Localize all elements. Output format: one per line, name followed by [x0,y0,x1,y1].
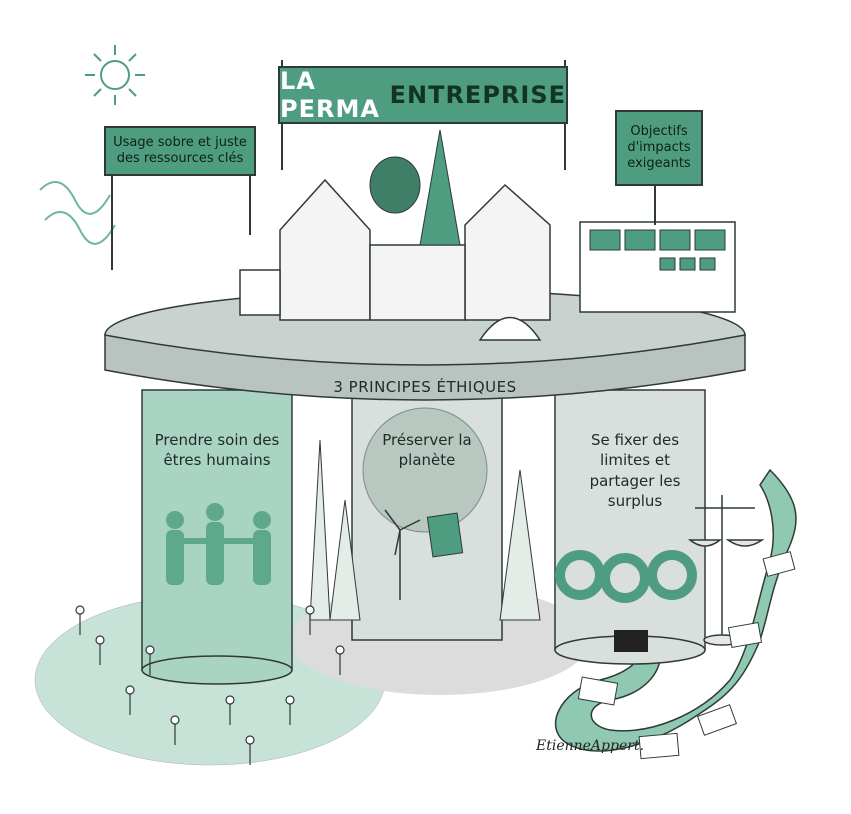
platform-band [104,334,746,401]
globe-icon [362,407,488,533]
title-part-1: LA PERMA [280,67,380,123]
ethics-band-label: 3 PRINCIPES ÉTHIQUES [333,378,517,396]
sign-resources: Usage sobre et juste des ressources clés [104,126,256,176]
banknote-icon [577,551,796,760]
pillar-right-shape [554,389,706,651]
houses [239,178,736,321]
forest [309,439,541,621]
recycle-arrows-icon [555,550,697,603]
igloo-icon [478,316,542,341]
pillar-label-limits: Se fixer des limites et partager les sur… [589,431,681,510]
title-part-2: ENTREPRISE [389,81,566,109]
platform-trees [369,129,461,246]
pillar-label-people: Prendre soin des êtres humains [154,431,280,470]
sun-icon [85,45,145,105]
wind-lines [39,181,116,245]
wind-turbine-icon [384,509,421,600]
windows [589,229,726,271]
title-sign: LA PERMA ENTREPRISE [278,66,568,124]
crowd [75,605,345,765]
sign-impacts: Objectifs d'impacts exigeants [615,110,703,186]
artist-signature: EtienneAppert. [536,738,645,754]
holding-hands-silhouettes [166,503,271,585]
pillar-label-planet: Préserver la planète [382,431,472,470]
solar-panel-icon [426,512,464,558]
sign-impacts-text: Objectifs d'impacts exigeants [627,123,691,172]
sign-resources-text: Usage sobre et juste des ressources clés [113,134,247,166]
money-river [554,468,797,752]
